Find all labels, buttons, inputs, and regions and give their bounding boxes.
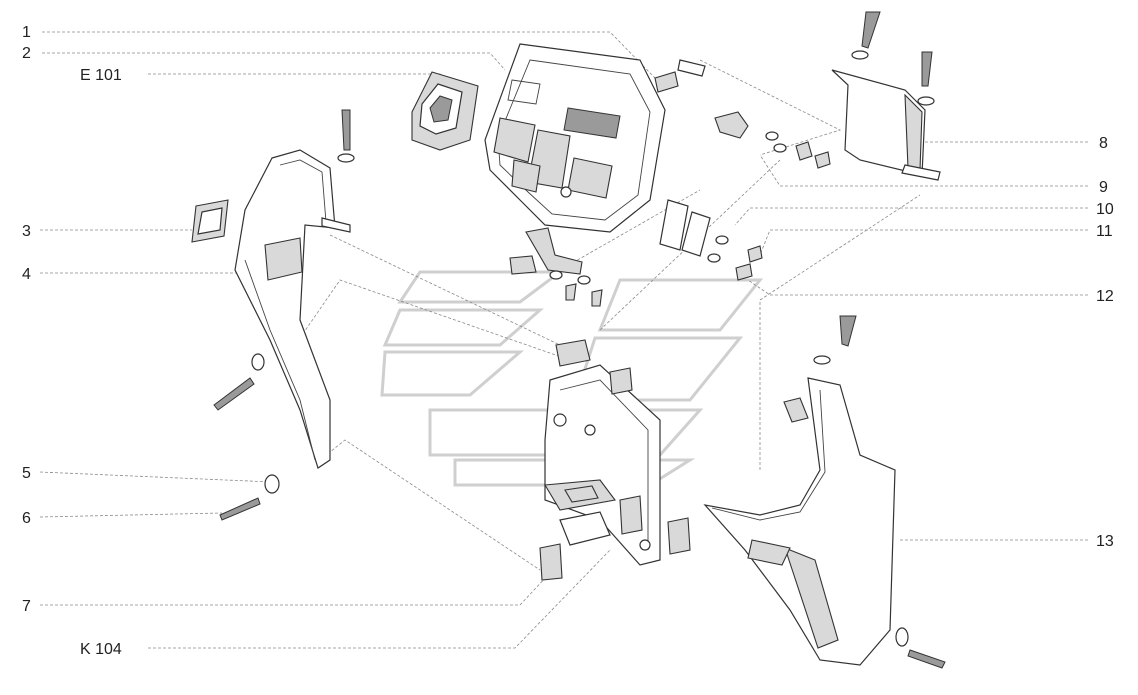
callout-10: 10 [1096, 201, 1114, 218]
part-13-right-cover [703, 315, 946, 669]
part-4-left-cover [234, 109, 355, 469]
callout-6: 6 [22, 510, 31, 527]
callout-3: 3 [22, 223, 31, 240]
callout-4: 4 [22, 266, 31, 283]
fasteners-upper [765, 131, 831, 169]
callout-12: 12 [1096, 288, 1114, 305]
part-8-top-cover [831, 11, 941, 181]
callout-9: 9 [1099, 179, 1108, 196]
callout-k104: K 104 [80, 641, 122, 658]
part-9-11-brackets [659, 199, 763, 281]
part-e101-bezel [411, 71, 479, 151]
part-k104-mounting-bracket [544, 339, 661, 566]
part-5-6-fasteners [213, 353, 280, 521]
callout-labels: 1 2 E 101 3 4 5 6 7 K 104 8 9 10 11 12 1… [22, 24, 1114, 658]
callout-11: 11 [1096, 223, 1113, 240]
callout-2: 2 [22, 45, 31, 62]
part-7-clips [539, 517, 691, 581]
callout-7: 7 [22, 598, 31, 615]
fasteners-center [509, 227, 603, 307]
callout-8: 8 [1099, 135, 1108, 152]
part-2-instrument-cluster [484, 43, 666, 233]
part-3-pad [191, 199, 229, 243]
leader-lines [39, 31, 1088, 649]
callout-e101: E 101 [80, 67, 122, 84]
part-1-clip [654, 59, 749, 139]
callout-13: 13 [1096, 533, 1114, 550]
callout-1: 1 [22, 24, 31, 41]
callout-5: 5 [22, 465, 31, 482]
